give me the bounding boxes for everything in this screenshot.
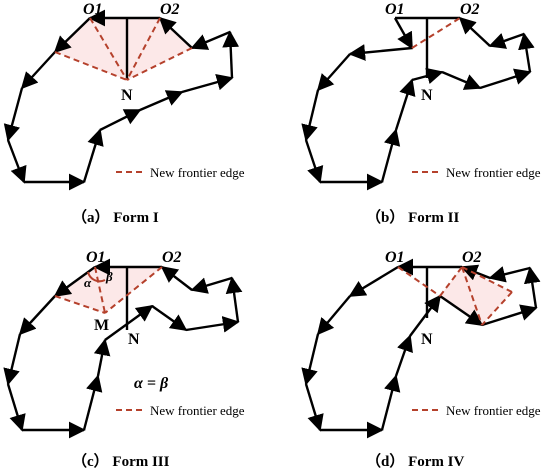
- new-edge: [54, 295, 106, 314]
- panel-a: O1 O2 N New frontier edge （a） Form I: [3, 1, 245, 226]
- new-edge: [104, 266, 163, 314]
- angle-arc: [87, 271, 106, 283]
- label-beta: β: [105, 269, 113, 284]
- edge: [523, 266, 541, 309]
- edge: [316, 295, 351, 336]
- new-frontier-edges: [54, 17, 193, 81]
- edge: [348, 44, 413, 61]
- edge: [82, 374, 103, 431]
- edge: [393, 17, 414, 50]
- edge: [82, 128, 104, 183]
- edge: [222, 30, 240, 79]
- edge: [158, 16, 193, 49]
- new-edge: [397, 266, 441, 297]
- new-edge: [54, 51, 128, 81]
- caption-c: （c） Form III: [72, 452, 170, 470]
- shaded-region: [55, 18, 192, 80]
- shaded-region: [55, 267, 162, 313]
- label-m: M: [94, 317, 109, 334]
- new-edge: [126, 47, 193, 81]
- edge: [53, 17, 91, 54]
- new-edge: [94, 266, 106, 314]
- edge: [3, 87, 24, 142]
- label-n: N: [421, 331, 433, 348]
- panel-d: O1 O2 N New frontier edge （d） Form IV: [301, 249, 541, 470]
- frontier-polygon: [301, 16, 535, 191]
- edge: [3, 333, 22, 386]
- edge: [394, 334, 413, 377]
- legend-text: New frontier edge: [446, 403, 541, 418]
- label-o2: O2: [460, 1, 480, 18]
- frontier-polygon: [301, 258, 541, 439]
- edge: [441, 70, 482, 90]
- edge: [481, 304, 538, 327]
- edge: [304, 383, 324, 432]
- edge: [316, 53, 351, 92]
- edge: [348, 265, 399, 298]
- new-edge: [481, 291, 513, 326]
- edge: [394, 78, 416, 131]
- legend-text: New frontier edge: [150, 165, 245, 180]
- edge: [304, 139, 324, 184]
- edge: [380, 128, 401, 183]
- new-frontier-edges: [54, 266, 163, 314]
- edge: [409, 294, 442, 337]
- panel-b: O1 O2 N New frontier edge （b） Form II: [301, 1, 541, 226]
- new-edge: [126, 17, 161, 81]
- edge: [185, 315, 240, 333]
- frontier-polygon: [3, 9, 240, 191]
- edge: [190, 276, 233, 294]
- edge: [20, 51, 56, 90]
- edge: [160, 265, 193, 291]
- legend-text: New frontier edge: [446, 165, 541, 180]
- label-n: N: [128, 331, 140, 348]
- new-edge: [461, 266, 483, 326]
- caption-b: （b） Form II: [366, 208, 459, 226]
- edge: [518, 32, 535, 73]
- edge: [225, 276, 243, 323]
- edge: [439, 295, 484, 326]
- label-n: N: [421, 87, 433, 104]
- label-o1: O1: [83, 1, 103, 18]
- edge: [181, 73, 234, 94]
- edge: [99, 108, 142, 132]
- edge: [479, 68, 532, 90]
- edge: [104, 305, 154, 341]
- edge: [190, 30, 231, 50]
- label-o1: O1: [86, 249, 106, 266]
- legend-text: New frontier edge: [150, 403, 245, 418]
- label-o2: O2: [160, 1, 180, 18]
- label-o2: O2: [462, 249, 482, 266]
- new-edge: [439, 266, 463, 297]
- edge: [488, 266, 531, 283]
- edge: [458, 16, 491, 47]
- edge: [18, 295, 56, 336]
- new-edge: [411, 17, 461, 49]
- edge: [53, 266, 96, 297]
- edge: [301, 89, 320, 142]
- label-o2: O2: [162, 249, 182, 266]
- edge: [151, 305, 188, 331]
- edge: [6, 139, 27, 184]
- new-edge: [89, 17, 128, 81]
- caption-a: （a） Form I: [72, 208, 159, 226]
- edge: [93, 338, 111, 377]
- panel-c: O1 O2 α β M N α = β New frontier edge （c…: [3, 249, 245, 470]
- label-n: N: [121, 87, 133, 104]
- frontier-polygon: [3, 258, 243, 439]
- edge: [380, 374, 401, 431]
- new-frontier-edges: [397, 266, 513, 326]
- edge: [301, 333, 320, 386]
- label-alpha: α: [84, 275, 92, 290]
- label-o1: O1: [385, 249, 405, 266]
- edge: [139, 90, 184, 112]
- label-o1: O1: [385, 1, 405, 18]
- caption-d: （d） Form IV: [366, 452, 464, 470]
- edge: [488, 32, 525, 49]
- edge: [6, 383, 26, 432]
- equation-label: α = β: [134, 375, 169, 392]
